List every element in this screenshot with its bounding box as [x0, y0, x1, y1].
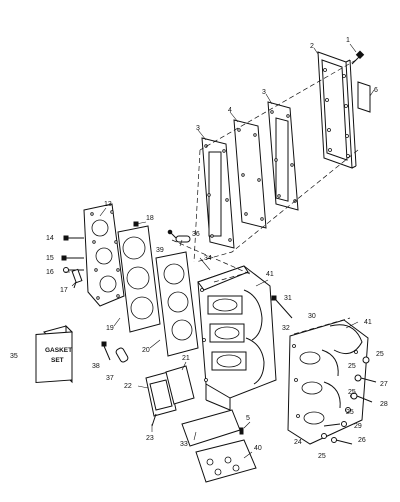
- exhaust-gasket: [233, 119, 267, 229]
- gasket-box-label-line1: GASKET: [45, 347, 72, 354]
- callout-36: 36: [192, 231, 200, 238]
- callout-labels: 1 2 6 3 4 3 13 18 14 15 16 17 36 39 34 4…: [10, 37, 388, 460]
- block-bolt: [101, 341, 111, 361]
- callout-39: 39: [156, 247, 164, 254]
- callout-40: 40: [254, 445, 262, 452]
- callout-33: 33: [180, 441, 188, 448]
- callout-3-right: 3: [262, 89, 266, 96]
- callout-27: 27: [380, 381, 388, 388]
- callout-5: 5: [246, 415, 250, 422]
- callout-21: 21: [182, 355, 190, 362]
- leader-lines: [62, 43, 375, 459]
- cover-bolt: [351, 50, 365, 65]
- cylinder-block: [197, 265, 277, 411]
- stud: [271, 295, 293, 319]
- callout-19: 19: [106, 325, 114, 332]
- cylinder-gasket: [155, 251, 199, 357]
- callout-22: 22: [124, 383, 132, 390]
- callout-30: 30: [308, 313, 316, 320]
- callout-17: 17: [60, 287, 68, 294]
- callout-38: 38: [92, 363, 100, 370]
- adapter-plate: [195, 439, 257, 483]
- callout-25-lower: 25: [348, 389, 356, 396]
- exhaust-cover: [317, 51, 357, 169]
- callout-31: 31: [284, 295, 292, 302]
- callout-24: 24: [294, 439, 302, 446]
- callout-14: 14: [46, 235, 54, 242]
- callout-25-top: 25: [376, 351, 384, 358]
- callout-35: 35: [10, 353, 18, 360]
- bypass-cover: [145, 371, 177, 427]
- callout-3-left: 3: [196, 125, 200, 132]
- callout-28: 28: [380, 401, 388, 408]
- callout-4: 4: [228, 107, 232, 114]
- callout-37: 37: [106, 375, 114, 382]
- crankcase-bolt: [321, 356, 377, 445]
- callout-34: 34: [204, 255, 212, 262]
- head-gasket: [117, 225, 161, 333]
- callout-41-crankcase: 41: [364, 319, 372, 326]
- callout-15: 15: [46, 255, 54, 262]
- callout-26: 26: [358, 437, 366, 444]
- cylinder-head: [83, 203, 125, 307]
- callout-25-low: 25: [346, 409, 354, 416]
- callout-20: 20: [142, 347, 150, 354]
- callout-23: 23: [146, 435, 154, 442]
- callout-16: 16: [46, 269, 54, 276]
- callout-41-block: 41: [266, 271, 274, 278]
- decal: [357, 81, 371, 113]
- callout-25-bottom: 25: [318, 453, 326, 460]
- callout-2: 2: [310, 43, 314, 50]
- alignment-pin: [239, 427, 244, 435]
- callout-29: 29: [354, 423, 362, 430]
- callout-32: 32: [282, 325, 290, 332]
- exhaust-gasket-inner: [201, 137, 235, 249]
- base-gasket: [181, 409, 241, 447]
- callout-25-mid: 25: [348, 363, 356, 370]
- spark-plug: [71, 268, 83, 289]
- exhaust-plate: [267, 101, 299, 211]
- callout-1: 1: [346, 37, 350, 44]
- cylinder-sleeve: [115, 347, 129, 363]
- callout-13: 13: [104, 201, 112, 208]
- callout-18: 18: [146, 215, 154, 222]
- gasket-box-label-line2: SET: [51, 357, 64, 364]
- gasket-set-box: GASKET SET: [35, 324, 73, 384]
- bypass-gasket: [165, 365, 195, 405]
- callout-6: 6: [374, 87, 378, 94]
- dowel-pin: [167, 229, 191, 243]
